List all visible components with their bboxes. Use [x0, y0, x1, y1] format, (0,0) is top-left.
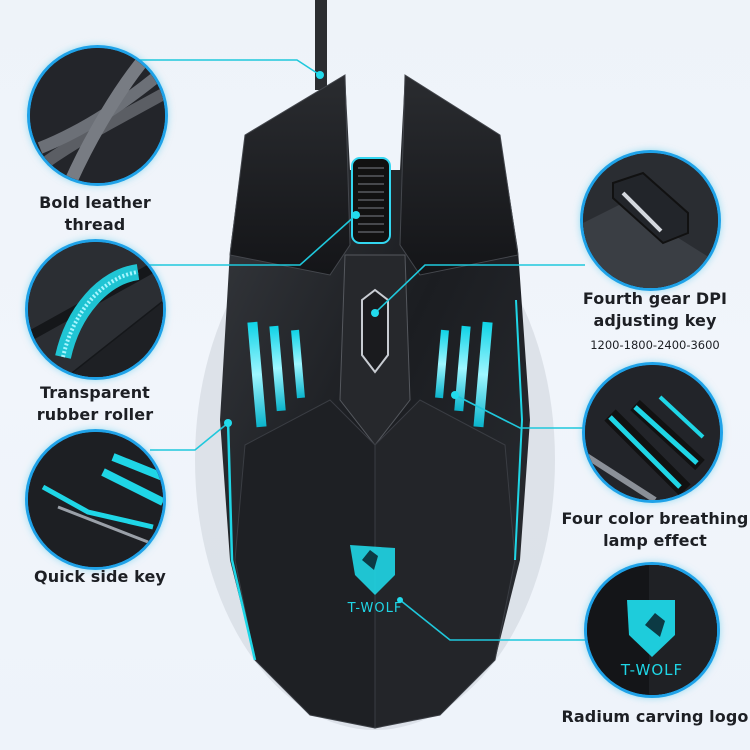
right-led-strips	[435, 321, 493, 428]
dpi-button	[361, 288, 389, 374]
callout-side-key-closeup	[28, 432, 163, 567]
dpi-levels: 1200-1800-2400-3600	[590, 338, 720, 352]
cable	[315, 0, 327, 90]
label-quick-side-key: Quick side key	[34, 567, 166, 586]
t-wolf-logo-on-mouse	[350, 545, 395, 595]
callout-logo-closeup: T-WOLF	[587, 565, 717, 695]
label-four-color-breathing-lamp: Four color breathing lamp effect	[561, 509, 749, 550]
mouse-logo-text: T-WOLF	[347, 601, 403, 616]
logo-text: T-WOLF	[620, 661, 683, 679]
label-bold-leather-thread: Bold leather thread	[39, 193, 151, 234]
callout-roller-closeup	[28, 242, 163, 377]
scroll-wheel	[351, 157, 391, 244]
callout-cable-closeup	[30, 48, 165, 183]
label-dpi-adjusting-key: Fourth gear DPI adjusting key	[582, 289, 728, 330]
left-led-strips	[247, 321, 305, 428]
label-transparent-rubber-roller: Transparent rubber roller	[36, 383, 154, 424]
callout-dpi-key-closeup	[583, 153, 718, 288]
label-radium-carving-logo: Radium carving logo	[561, 707, 749, 726]
callout-breathing-lamp-closeup	[585, 365, 720, 500]
